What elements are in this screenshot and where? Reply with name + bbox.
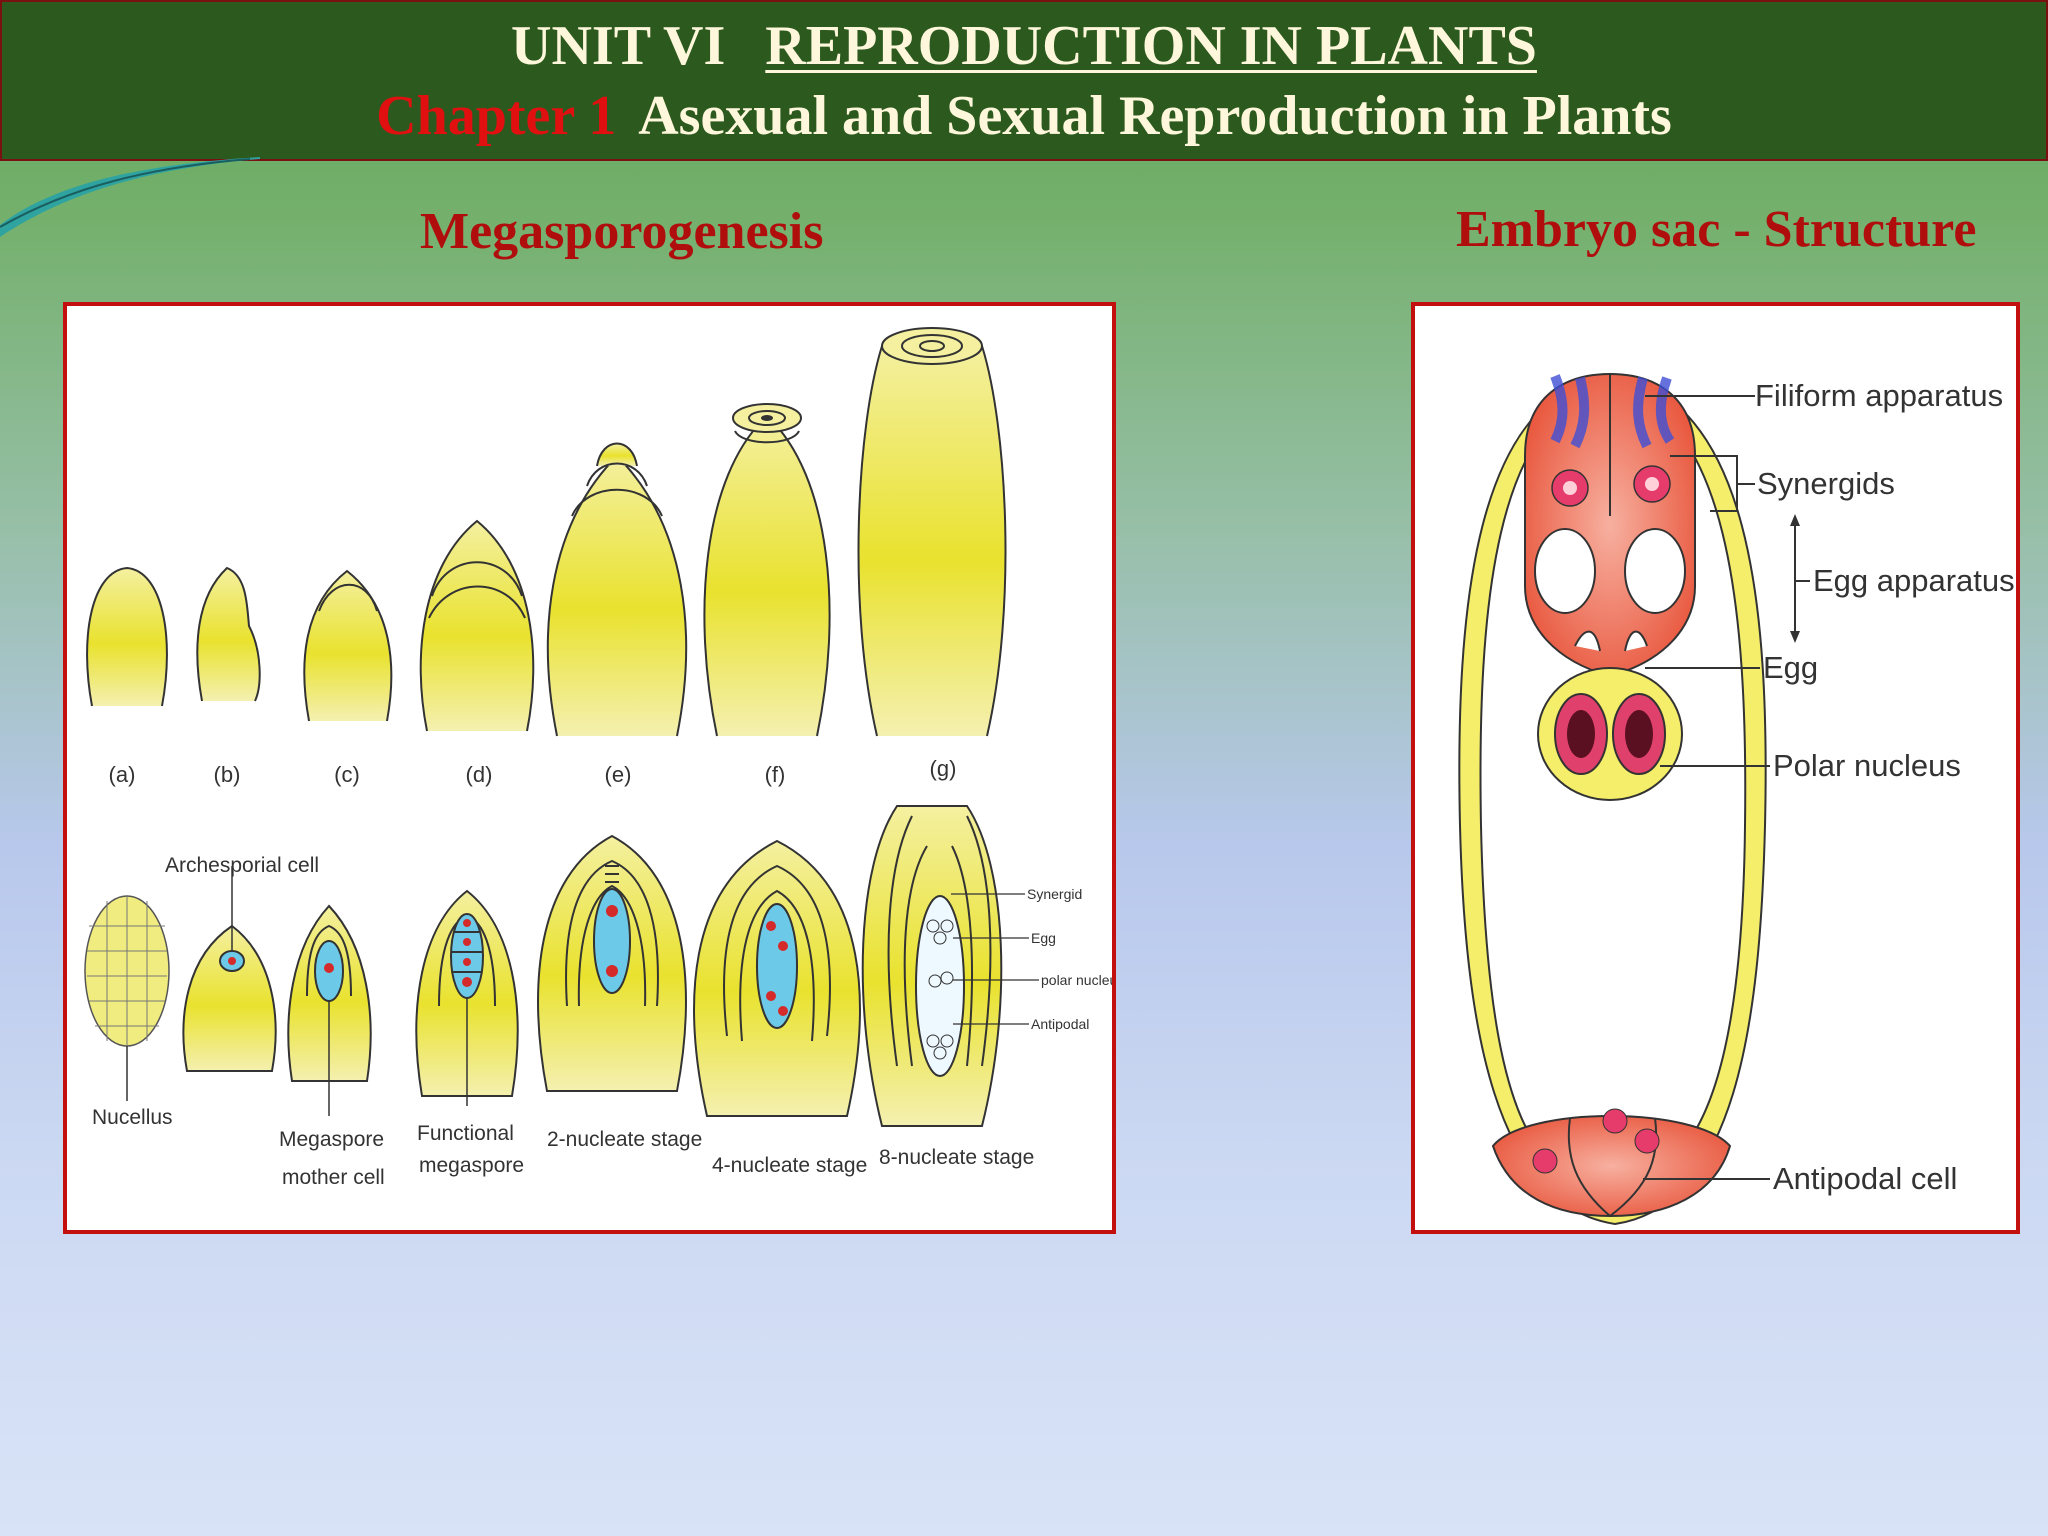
ovule-stage-d (419, 519, 535, 732)
stage-letter-e: (e) (605, 762, 632, 787)
chapter-heading: Chapter 1 Asexual and Sexual Reproduction… (2, 84, 2046, 148)
embryo-sac-figure: Filiform apparatus Synergids Egg apparat… (1411, 302, 2020, 1234)
ovule-stage-b (196, 566, 261, 702)
megaspore-mother-cell-label-1: Megaspore (279, 1128, 384, 1151)
unit-heading: UNIT VI REPRODUCTION IN PLANTS (2, 14, 2046, 78)
filiform-apparatus-label: Filiform apparatus (1755, 378, 2003, 413)
egg-label-small: Egg (1031, 930, 1056, 946)
polar-nucleus-label-small: polar nucleus (1041, 972, 1112, 988)
ovule-stage-a (86, 566, 168, 707)
nucellus-label: Nucellus (92, 1106, 173, 1129)
stage-letter-c: (c) (334, 762, 360, 787)
stage-letter-d: (d) (466, 762, 493, 787)
title-bar: UNIT VI REPRODUCTION IN PLANTS Chapter 1 A… (0, 0, 2048, 161)
stage-letter-g: (g) (930, 756, 957, 781)
megasporogenesis-diagram: (a) (b) (c) (d) (e) (f) (g) (84, 327, 1124, 1189)
synergid-label: Synergid (1027, 886, 1082, 902)
stage-letter-b: (b) (214, 762, 241, 787)
archesporial-ovule (182, 866, 277, 1072)
chapter-title: Asexual and Sexual Reproduction in Plant… (638, 85, 1672, 147)
two-nucleate-label: 2-nucleate stage (547, 1128, 702, 1151)
eight-nucleate-ovule (861, 805, 1039, 1127)
megaspore-mother-cell-ovule (287, 904, 372, 1116)
embryo-sac-diagram: Filiform apparatus Synergids Egg apparat… (1458, 372, 2015, 1226)
stage-letter-a: (a) (109, 762, 136, 787)
egg-label: Egg (1763, 650, 1818, 685)
functional-megaspore-ovule (415, 889, 519, 1106)
ovule-stage-f (703, 403, 831, 737)
antipodal-cell-label: Antipodal cell (1773, 1161, 1957, 1196)
egg-apparatus-label: Egg apparatus (1813, 563, 2015, 598)
unit-title: REPRODUCTION IN PLANTS (765, 15, 1537, 77)
antipodal-cells-drawing (1491, 1108, 1732, 1218)
chapter-label: Chapter 1 (376, 85, 617, 147)
antipodal-label-small: Antipodal (1031, 1016, 1089, 1032)
polar-nuclei-drawing (1537, 667, 1683, 801)
four-nucleate-ovule (693, 839, 861, 1117)
nucellus-drawing (84, 895, 170, 1101)
unit-number: UNIT VI (511, 15, 726, 77)
decorative-swoosh (0, 157, 260, 237)
stage-letter-f: (f) (765, 762, 786, 787)
polar-nucleus-label: Polar nucleus (1773, 748, 1961, 783)
ovule-stage-c (303, 569, 393, 722)
egg-apparatus-drawing (1524, 372, 1696, 678)
functional-megaspore-label-2: megaspore (419, 1154, 524, 1177)
two-nucleate-ovule (537, 834, 687, 1092)
megasporogenesis-figure: (a) (b) (c) (d) (e) (f) (g) (63, 302, 1124, 1234)
ovule-stage-e (546, 442, 688, 737)
eight-nucleate-label: 8-nucleate stage (879, 1146, 1034, 1169)
four-nucleate-label: 4-nucleate stage (712, 1154, 867, 1177)
functional-megaspore-label-1: Functional (417, 1122, 514, 1145)
archesporial-label: Archesporial cell (165, 854, 319, 877)
megaspore-mother-cell-label-2: mother cell (282, 1166, 385, 1189)
embryo-sac-title: Embryo sac - Structure (1456, 201, 1977, 258)
megasporogenesis-title: Megasporogenesis (420, 203, 824, 260)
synergids-label: Synergids (1757, 466, 1895, 501)
ovule-stage-g (857, 327, 1007, 737)
